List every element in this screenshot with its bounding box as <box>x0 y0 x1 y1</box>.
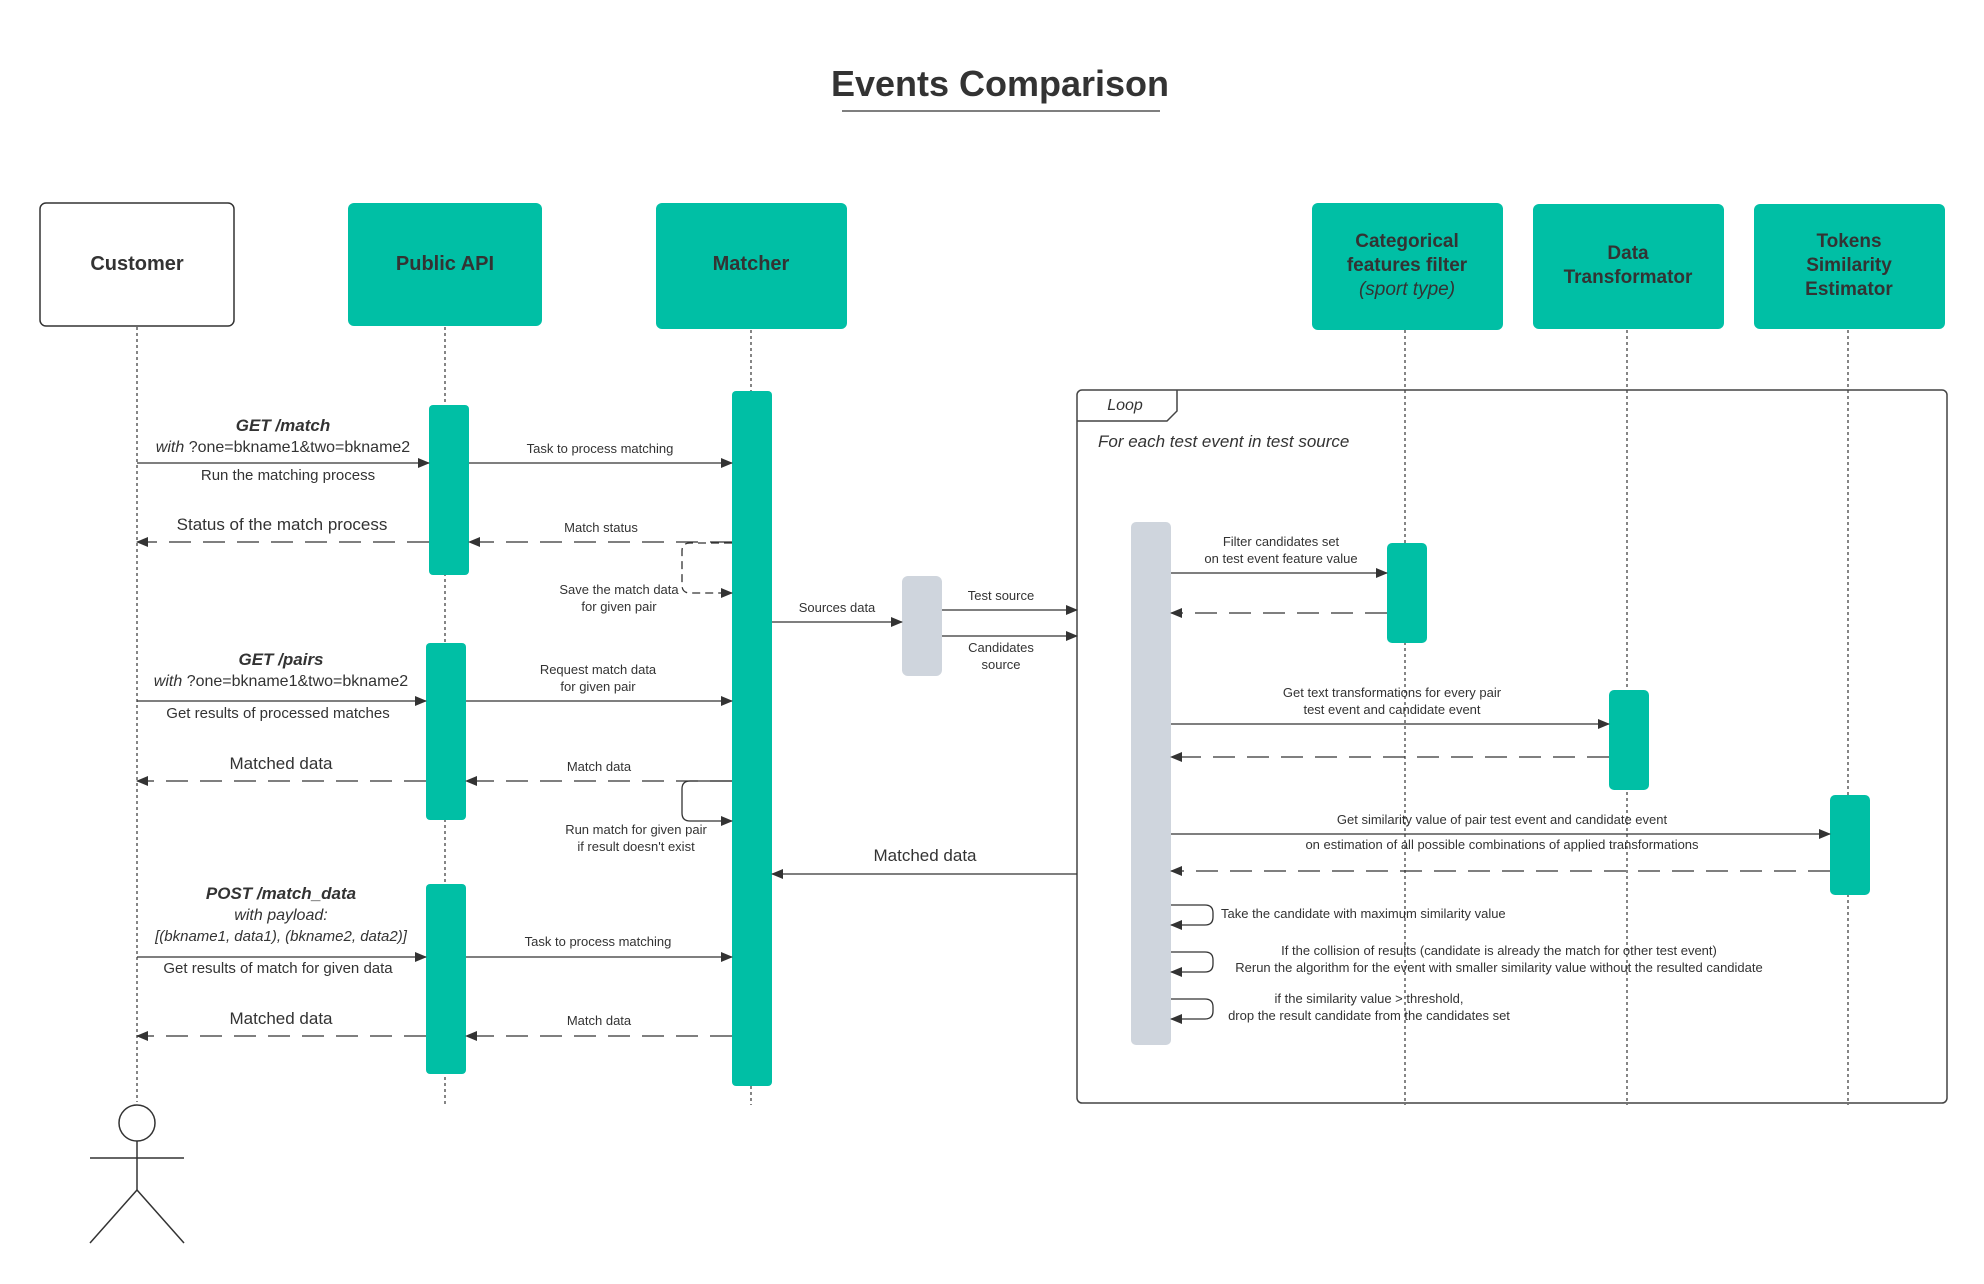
label-match-data-1: Match data <box>567 759 632 774</box>
label-task-to-process-2: Task to process matching <box>525 934 672 949</box>
activation-public-api-3 <box>426 884 466 1074</box>
get-match-query: ?one=bkname1&two=bkname2 <box>189 439 411 456</box>
label-get-results-given: Get results of match for given data <box>163 960 393 977</box>
post-title: POST /match_data <box>206 884 356 903</box>
tokens-estimator-label-line1: Tokens <box>1816 231 1881 252</box>
label-task-to-process-1: Task to process matching <box>527 441 674 456</box>
categorical-label-line2: features filter <box>1347 255 1468 276</box>
label-matched-data-2: Matched data <box>229 1009 333 1028</box>
label-request-match-data-line1: Request match data <box>540 662 657 677</box>
arrow-run-match-for-pair <box>681 780 733 826</box>
label-get-results-processed: Get results of processed matches <box>166 705 389 722</box>
participant-customer: Customer <box>39 202 235 327</box>
matcher-box <box>656 203 847 329</box>
label-collision-line2: Rerun the algorithm for the event with s… <box>1235 960 1762 975</box>
label-filter-candidates-line1: Filter candidates set <box>1223 534 1340 549</box>
tokens-estimator-box <box>1754 204 1945 329</box>
activation-public-api-1 <box>429 405 469 575</box>
loop-condition: For each test event in test source <box>1098 432 1349 451</box>
categorical-box <box>1312 203 1503 330</box>
activation-categorical <box>1387 543 1427 643</box>
public-api-box <box>348 203 542 326</box>
data-transformator-label-line1: Data <box>1607 243 1649 264</box>
loop-label-tab <box>1077 390 1178 422</box>
get-pairs-with: with <box>154 673 183 690</box>
label-status-of-match: Status of the match process <box>177 515 388 534</box>
data-transformator-box <box>1533 204 1724 329</box>
diagram-title: Events Comparison <box>831 63 1169 104</box>
participant-public-api: Public API <box>348 203 542 326</box>
actor-left-leg <box>89 1189 138 1244</box>
loop-frame-border <box>1076 389 1948 1104</box>
loop-frame: Loop For each test event in test source <box>1076 389 1948 1104</box>
label-get-similarity: Get similarity value of pair test event … <box>1337 812 1668 827</box>
label-match-status: Match status <box>564 520 638 535</box>
tokens-estimator-label-line3: Estimator <box>1805 279 1893 300</box>
activation-public-api-2 <box>426 643 466 820</box>
label-candidates-source-line1: Candidates <box>968 640 1034 655</box>
label-get-text-transformations-line1: Get text transformations for every pair <box>1283 685 1502 700</box>
label-run-match-for-pair-line1: Run match for given pair <box>565 822 707 837</box>
label-run-matching: Run the matching process <box>201 467 375 484</box>
get-match-title: GET /match <box>236 416 330 435</box>
participant-categorical: Categorical features filter (sport type) <box>1312 203 1503 330</box>
customer-label: Customer <box>90 253 184 275</box>
label-collision-line1: If the collision of results (candidate i… <box>1281 943 1717 958</box>
label-on-estimation: on estimation of all possible combinatio… <box>1305 837 1699 852</box>
activation-matcher <box>732 391 772 1086</box>
get-pairs-title: GET /pairs <box>238 650 323 669</box>
label-threshold-line2: drop the result candidate from the candi… <box>1228 1008 1510 1023</box>
actor-head <box>118 1104 156 1142</box>
label-run-match-for-pair-line2: if result doesn't exist <box>577 839 695 854</box>
participant-matcher: Matcher <box>656 203 847 329</box>
self-arrow-threshold <box>1170 998 1214 1024</box>
arrow-save-match-data <box>681 542 733 598</box>
label-threshold-line1: if the similarity value > threshold, <box>1275 991 1464 1006</box>
data-transformator-label-line2: Transformator <box>1564 267 1693 288</box>
actor-figure <box>89 1104 185 1244</box>
label-matched-data-loop: Matched data <box>873 846 977 865</box>
label-get-text-transformations-line2: test event and candidate event <box>1303 702 1480 717</box>
get-match-with: with <box>156 439 185 456</box>
activation-loop <box>1131 522 1171 1045</box>
tokens-estimator-label-line2: Similarity <box>1806 255 1892 276</box>
post-with-payload: with payload: <box>234 907 327 924</box>
label-filter-candidates-line2: on test event feature value <box>1204 551 1357 566</box>
label-request-match-data-line2: for given pair <box>560 679 636 694</box>
label-match-data-2: Match data <box>567 1013 632 1028</box>
post-payload: [(bkname1, data1), (bkname2, data2)] <box>154 928 408 945</box>
self-arrow-take-candidate <box>1170 904 1214 930</box>
customer-box <box>39 202 235 327</box>
get-pairs-query-line: with ?one=bkname1&two=bkname2 <box>154 673 409 690</box>
get-pairs-query: ?one=bkname1&two=bkname2 <box>187 673 409 690</box>
label-test-source: Test source <box>968 588 1034 603</box>
label-candidates-source-line2: source <box>981 657 1020 672</box>
loop-label: Loop <box>1107 397 1143 414</box>
get-match-query-line: with ?one=bkname1&two=bkname2 <box>156 439 411 456</box>
public-api-label: Public API <box>396 253 494 275</box>
label-take-candidate: Take the candidate with maximum similari… <box>1221 906 1506 921</box>
activation-tokens-estimator <box>1830 795 1870 895</box>
categorical-label-line1: Categorical <box>1355 231 1458 252</box>
activation-data-transformator <box>1609 690 1649 790</box>
actor-right-leg <box>136 1189 185 1244</box>
participant-data-transformator: Data Transformator <box>1533 204 1724 329</box>
sources-data-node <box>902 576 942 676</box>
label-matched-data-1: Matched data <box>229 754 333 773</box>
label-sources-data: Sources data <box>799 600 876 615</box>
participant-tokens-estimator: Tokens Similarity Estimator <box>1754 204 1945 329</box>
label-save-match-data-line2: for given pair <box>581 599 657 614</box>
matcher-label: Matcher <box>713 253 790 275</box>
self-arrow-collision <box>1170 951 1214 977</box>
categorical-label-line3: (sport type) <box>1359 279 1455 300</box>
label-save-match-data-line1: Save the match data <box>559 582 679 597</box>
